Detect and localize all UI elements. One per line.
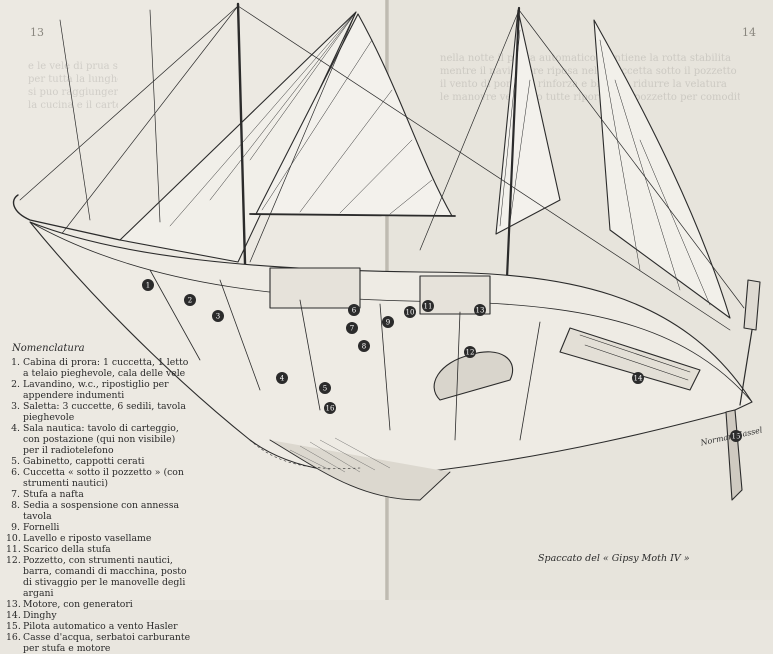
legend-item: 8.Sedia a sospensione con annessa tavola [11, 500, 180, 522]
nomenclature-legend: Nomenclatura 1.Cabina di prora: 1 cuccet… [6, 343, 192, 654]
legend-item: 14.Dinghy [6, 610, 57, 621]
page-number-left: 13 [30, 26, 44, 39]
legend-item: 12.Pozzetto, con strumenti nautici, barr… [6, 555, 187, 599]
book-spread: 13 14 e le vele di prua sono stese e la … [6, 0, 764, 654]
callout-1: 1 [142, 279, 154, 291]
svg-text:12: 12 [466, 349, 475, 357]
legend-item: 10.Lavello e riposto vasellame [6, 533, 152, 544]
callout-markers: 1 2 3 4 5 6 7 8 9 10 11 12 13 14 15 16 [142, 279, 742, 442]
callout-8: 8 [358, 340, 370, 352]
svg-text:6: 6 [352, 307, 357, 315]
rudder [725, 409, 743, 501]
hull-hatching [289, 437, 391, 473]
legend-item: 6.Cuccetta « sotto il pozzetto » (con st… [11, 467, 184, 489]
page-number-right: 14 [742, 26, 756, 39]
yacht-cutaway-illustration: 1 2 3 4 5 6 7 8 9 10 11 12 13 14 15 16 [12, 2, 761, 501]
legend-item: 13.Motore, con generatori [6, 599, 133, 610]
callout-11: 11 [422, 300, 434, 312]
svg-text:5: 5 [323, 385, 327, 393]
callout-12: 12 [464, 346, 476, 358]
mainsail-drawing [255, 13, 453, 217]
figure-caption: Spaccato del « Gipsy Moth IV » [538, 553, 690, 564]
callout-13: 13 [474, 304, 486, 316]
svg-text:8: 8 [362, 343, 366, 351]
main-mast [236, 2, 248, 302]
callout-10: 10 [404, 306, 416, 318]
svg-text:13: 13 [476, 307, 485, 315]
callout-16: 16 [324, 402, 336, 414]
legend-item: 4.Sala nautica: tavolo di carteggio, con… [11, 423, 179, 456]
bleed-through-text-right: nella notte il pilota automatico mantien… [440, 53, 740, 103]
legend-item: 11.Scarico della stufa [6, 544, 111, 555]
svg-text:2: 2 [188, 297, 192, 305]
callout-9: 9 [382, 316, 394, 328]
legend-item: 7.Stufa a nafta [11, 489, 84, 500]
callout-5: 5 [319, 382, 331, 394]
legend-item: 5.Gabinetto, cappotti cerati [11, 456, 145, 467]
mizzen-sail-drawing [495, 9, 561, 235]
svg-text:15: 15 [732, 433, 741, 441]
legend-item: 1.Cabina di prora: 1 cuccetta, 1 letto a… [11, 357, 189, 379]
callout-4: 4 [276, 372, 288, 384]
legend-item: 3.Saletta: 3 cuccette, 6 sedili, tavola … [11, 401, 186, 423]
svg-text:11: 11 [424, 303, 433, 311]
callout-7: 7 [346, 322, 358, 334]
legend-item: 15.Pilota automatico a vento Hasler [6, 621, 178, 632]
legend-item: 2.Lavandino, w.c., ripostiglio per appen… [11, 379, 169, 401]
svg-text:9: 9 [386, 319, 390, 327]
hull-drawing [29, 221, 753, 501]
legend-item: 16.Casse d'acqua, serbatoi carburante pe… [6, 632, 191, 654]
callout-6: 6 [348, 304, 360, 316]
jib-sail-drawing [593, 19, 731, 319]
callout-2: 2 [184, 294, 196, 306]
rigging-lines [19, 5, 745, 331]
legend-list: 1.Cabina di prora: 1 cuccetta, 1 letto a… [6, 357, 192, 654]
legend-title: Nomenclatura [12, 343, 85, 354]
svg-text:14: 14 [634, 375, 643, 383]
main-boom [249, 213, 456, 217]
callout-14: 14 [632, 372, 644, 384]
legend-item: 9.Fornelli [11, 522, 60, 533]
svg-text:16: 16 [326, 405, 335, 413]
callout-15: 15 [730, 430, 742, 442]
callout-3: 3 [212, 310, 224, 322]
mizzen-mast [504, 6, 521, 302]
hasler-wind-vane [743, 279, 761, 331]
svg-text:3: 3 [216, 313, 220, 321]
bow-pulpit [12, 194, 121, 241]
svg-text:4: 4 [280, 375, 285, 383]
svg-text:10: 10 [406, 309, 415, 317]
svg-text:1: 1 [146, 282, 150, 290]
svg-text:7: 7 [350, 325, 354, 333]
interior-bulkheads [149, 269, 541, 441]
